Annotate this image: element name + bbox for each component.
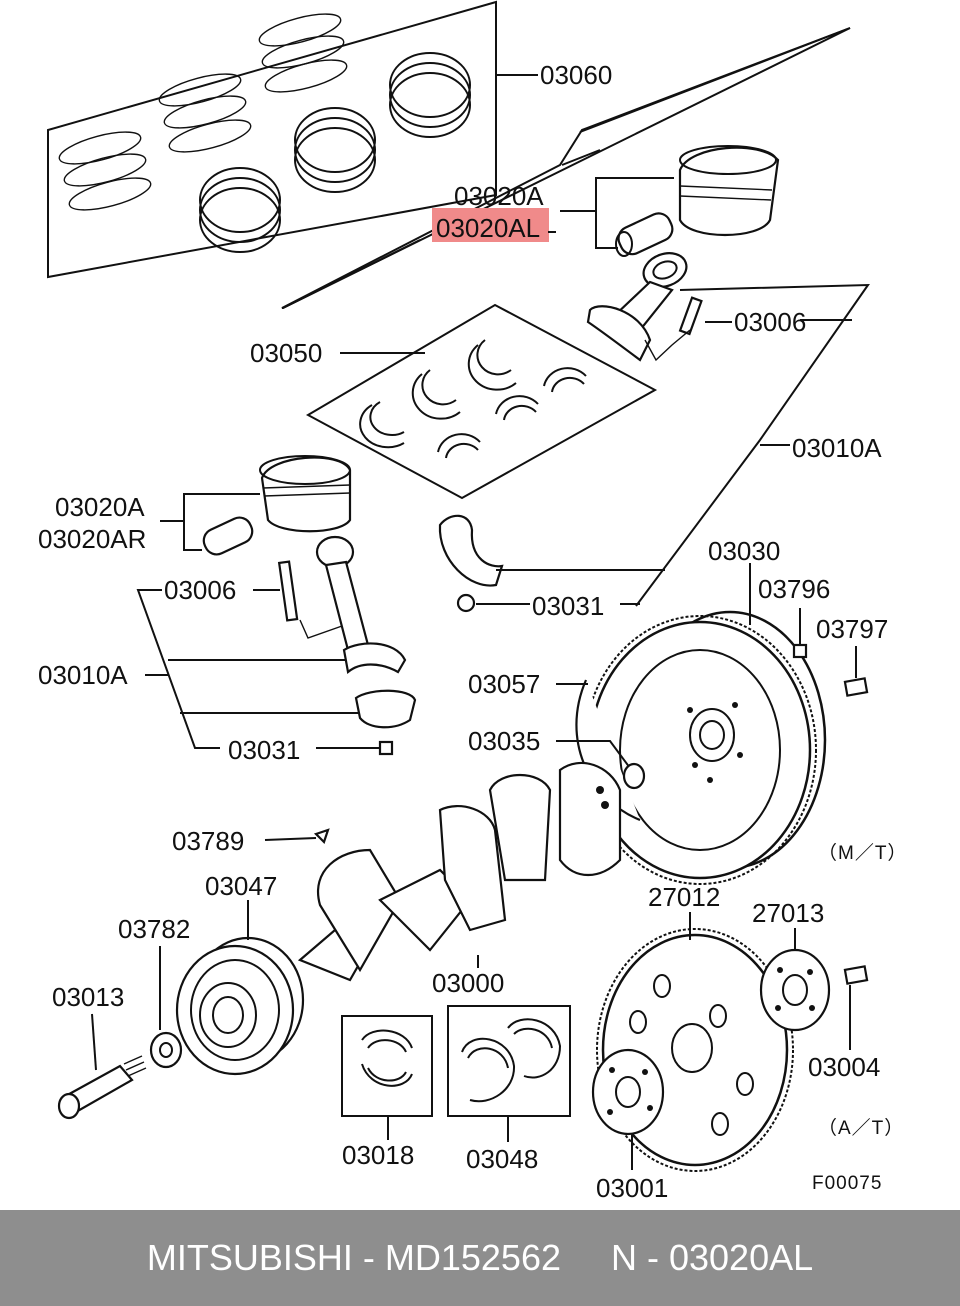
piston-left-icon — [202, 455, 352, 556]
adapter-plate-icon — [759, 948, 831, 1032]
connecting-rod-left-icon — [277, 535, 417, 729]
label-03006-top: 03006 — [734, 307, 806, 337]
label-03797: 03797 — [816, 614, 888, 644]
label-27012: 27012 — [648, 882, 720, 912]
label-03782: 03782 — [118, 914, 190, 944]
label-03010A-left: 03010A — [38, 660, 128, 690]
connecting-rod-top-icon — [586, 252, 703, 362]
crankshaft-icon — [297, 761, 622, 982]
label-03010A-right: 03010A — [792, 433, 882, 463]
label-03013: 03013 — [52, 982, 124, 1012]
label-03050: 03050 — [250, 338, 322, 368]
label-03031-right: 03031 — [532, 591, 604, 621]
highlight-box — [432, 208, 549, 242]
footer-bar: MITSUBISHI - MD152562 N - 03020AL — [0, 1210, 960, 1306]
piston-top-icon — [615, 145, 780, 257]
thrust-bearing-icon — [361, 1029, 413, 1087]
crank-bolt-icon — [57, 1055, 147, 1120]
label-03004: 03004 — [808, 1052, 880, 1082]
label-03001: 03001 — [596, 1173, 668, 1203]
label-03048: 03048 — [466, 1144, 538, 1174]
label-03035: 03035 — [468, 726, 540, 756]
label-03020A-top: 03020A — [454, 181, 544, 211]
footer-part-info: MITSUBISHI - MD152562 N - 03020AL — [146, 1237, 814, 1278]
label-03789: 03789 — [172, 826, 244, 856]
bearing-cap-icon — [438, 514, 504, 613]
label-03020AR: 03020AR — [38, 524, 146, 554]
figure-code: F00075 — [812, 1173, 882, 1194]
flywheel-icon — [575, 610, 827, 885]
bearing-shells-icon — [359, 339, 587, 459]
box-03048 — [447, 1005, 571, 1117]
label-03000: 03000 — [432, 968, 504, 998]
label-03020A-left: 03020A — [55, 492, 145, 522]
label-03020AL-highlight: 03020AL — [436, 213, 540, 243]
parts-diagram: 03060 03020A 03020AL 03006 03010A 03050 — [38, 0, 907, 1203]
pulley-icon — [175, 936, 305, 1076]
label-03796: 03796 — [758, 574, 830, 604]
label-03018: 03018 — [342, 1140, 414, 1170]
label-03030: 03030 — [708, 536, 780, 566]
label-03006-left: 03006 — [164, 575, 236, 605]
piston-ring-set-icon — [47, 0, 538, 279]
label-03060: 03060 — [540, 60, 612, 90]
label-03031-left: 03031 — [228, 735, 300, 765]
drive-plate-icon — [591, 928, 794, 1172]
label-mt: （M／T） — [818, 842, 907, 864]
label-03047: 03047 — [205, 871, 277, 901]
label-at: （A／T） — [818, 1117, 904, 1139]
label-03057: 03057 — [468, 669, 540, 699]
thrust-washer-icon — [461, 1018, 562, 1103]
label-27013: 27013 — [752, 898, 824, 928]
